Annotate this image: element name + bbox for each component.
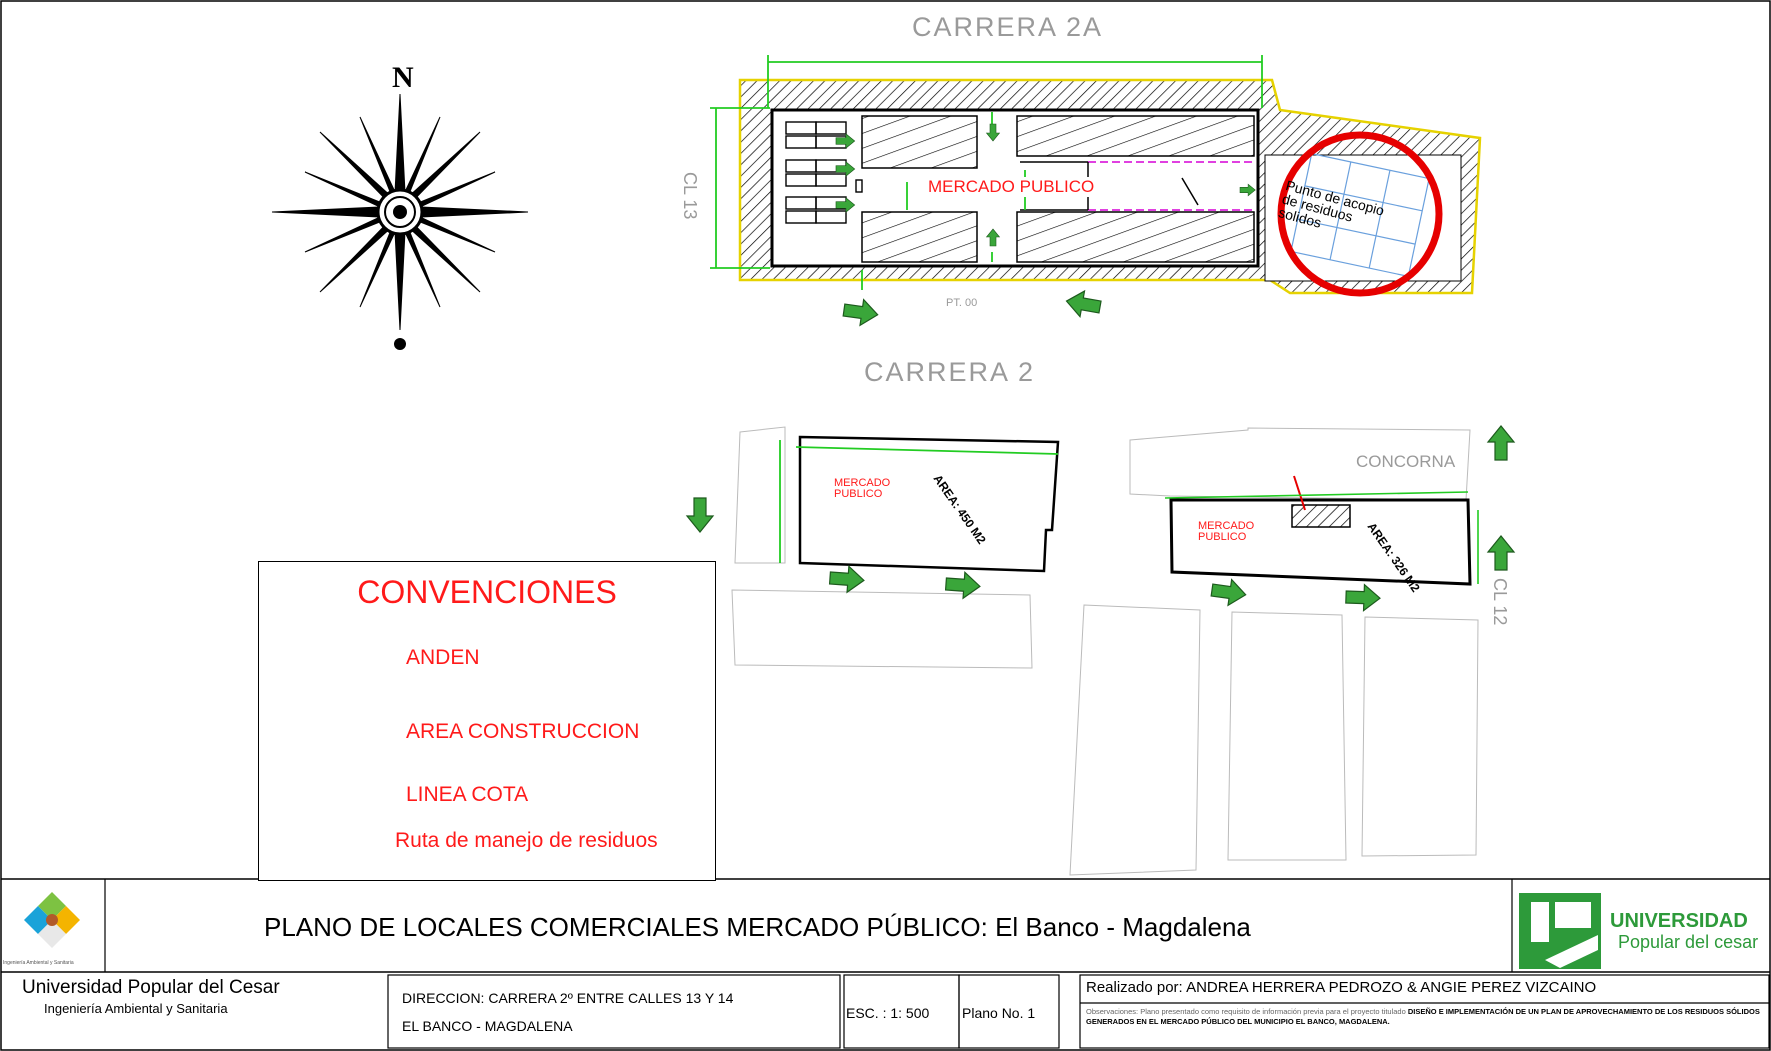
- legend-item-cota: LINEA COTA: [406, 783, 529, 806]
- top-market-plan: [710, 55, 1482, 329]
- legend-item-route: Ruta de manejo de residuos: [395, 829, 658, 852]
- plan-number: Plano No. 1: [962, 1005, 1036, 1021]
- address-line-2: EL BANCO - MAGDALENA: [402, 1018, 573, 1034]
- institution-name: Universidad Popular del Cesar: [22, 977, 280, 998]
- level-label: PT. 00: [946, 297, 978, 309]
- left-market-plan: [686, 426, 1060, 669]
- street-label-top: CARRERA 2A: [912, 12, 1104, 42]
- scale-value: ESC. : 1: 500: [846, 1005, 930, 1021]
- concorna-label: CONCORNA: [1356, 452, 1456, 471]
- right-logo: [1519, 893, 1601, 969]
- brand-line-2: Popular del cesar: [1618, 932, 1759, 952]
- waste-point-highlight-circle: [1277, 131, 1443, 297]
- right-market-plan: [1069, 425, 1515, 876]
- address-line-1: DIRECCION: CARRERA 2º ENTRE CALLES 13 Y …: [402, 990, 734, 1006]
- brand-line-1: UNIVERSIDAD: [1610, 910, 1748, 932]
- calle-13-label: CL 13: [680, 172, 700, 220]
- legend-box: CONVENCIONES ANDEN AREA CONSTRUCCION LIN…: [258, 561, 716, 881]
- north-label: N: [392, 61, 414, 94]
- observations-text: Observaciones: Plano presentado como req…: [1086, 1007, 1760, 1026]
- legend-title: CONVENCIONES: [357, 574, 617, 610]
- market-label-top: MERCADO PUBLICO: [926, 177, 1097, 197]
- street-label-middle: CARRERA 2: [864, 357, 1036, 387]
- calle-12-label: CL 12: [1490, 578, 1510, 626]
- legend-item-anden: ANDEN: [406, 646, 480, 669]
- left-logo-text: Ingeniería Ambiental y Sanitaria: [3, 960, 74, 966]
- program-name: Ingeniería Ambiental y Sanitaria: [44, 1001, 228, 1016]
- compass-rose-icon: [271, 93, 529, 350]
- plan-title: PLANO DE LOCALES COMERCIALES MERCADO PÚB…: [264, 912, 1251, 942]
- left-logo: [24, 892, 80, 948]
- legend-item-construction: AREA CONSTRUCCION: [406, 720, 640, 743]
- author-line: Realizado por: ANDREA HERRERA PEDROZO & …: [1086, 979, 1597, 996]
